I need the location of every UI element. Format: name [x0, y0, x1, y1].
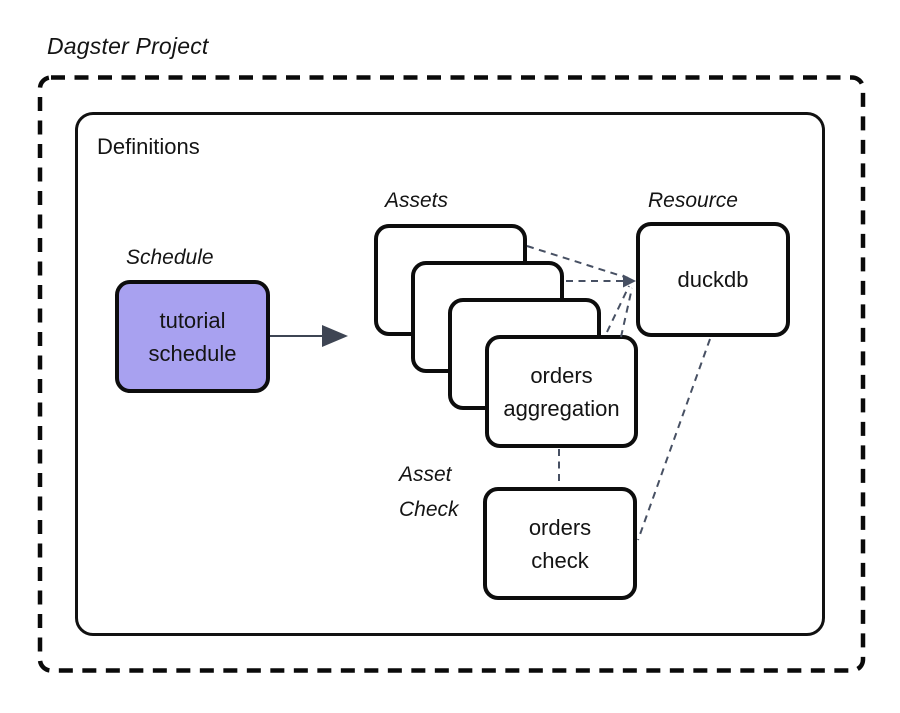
tutorial-schedule-box: tutorial schedule: [115, 280, 270, 393]
definitions-label: Definitions: [97, 134, 200, 159]
orders-check-box: orders check: [483, 487, 637, 600]
tutorial-schedule-text: tutorial schedule: [148, 307, 237, 366]
asset-check-label: Asset Check: [399, 463, 459, 521]
project-title: Dagster Project: [47, 33, 209, 59]
duckdb-text: duckdb: [677, 267, 749, 292]
orders-aggregation-box: orders aggregation: [485, 335, 638, 448]
orders-aggregation-text: orders aggregation: [503, 362, 620, 421]
assets-label: Assets: [385, 189, 449, 212]
schedule-label: Schedule: [126, 246, 214, 269]
orders-check-text: orders check: [528, 514, 592, 573]
resource-label: Resource: [648, 189, 738, 212]
duckdb-box: duckdb: [636, 222, 790, 337]
